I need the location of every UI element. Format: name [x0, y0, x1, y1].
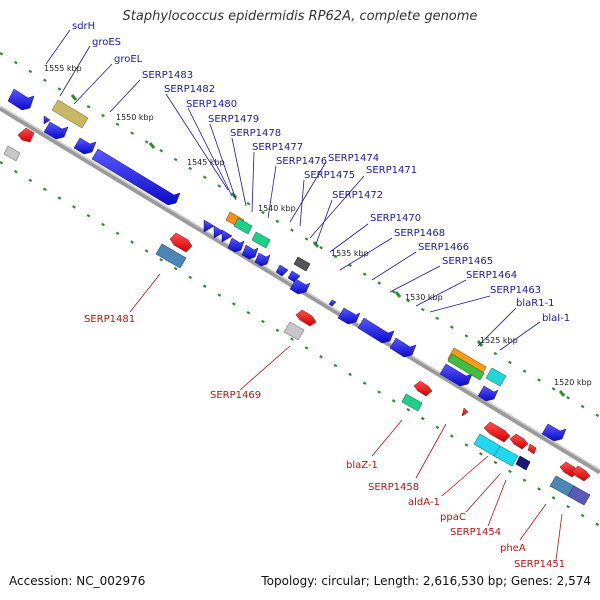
gene-label: SERP1464 — [466, 270, 517, 281]
gene-label: SERP1475 — [304, 170, 355, 181]
gene-label: SERP1458 — [368, 482, 419, 493]
gene-forward — [357, 317, 395, 344]
gene-forward — [254, 252, 271, 267]
map-title: Staphylococcus epidermidis RP62A, comple… — [122, 9, 478, 24]
gene-forward — [91, 148, 181, 206]
feature-block — [293, 256, 311, 272]
feature-block — [567, 485, 591, 506]
gene-label: SERP1482 — [164, 84, 215, 95]
scale-label: 1550 kbp — [116, 113, 154, 122]
gene-forward — [43, 115, 51, 125]
scale-label: 1525 kbp — [480, 336, 518, 345]
gene-reverse — [509, 433, 529, 450]
scale-label: 1520 kbp — [554, 378, 592, 387]
scale-label: 1545 kbp — [187, 158, 225, 167]
gene-forward — [541, 423, 567, 442]
gene-forward — [7, 88, 35, 111]
gene-forward — [43, 121, 69, 140]
gene-forward — [389, 337, 417, 358]
gene-label: groEL — [114, 54, 143, 65]
gene-label: blaI-1 — [542, 313, 570, 324]
top-callouts — [45, 29, 541, 351]
gene-label: SERP1466 — [418, 242, 469, 253]
feature-blocks-reverse — [3, 145, 591, 506]
feature-block — [485, 367, 507, 387]
gene-forward — [203, 219, 215, 233]
bottom-labels: SERP1481 SERP1469 blaZ-1 SERP1458 aldA-1… — [84, 314, 565, 570]
feature-block — [3, 145, 21, 162]
gene-label: groES — [92, 37, 121, 48]
gene-reverse — [461, 407, 469, 417]
reverse-genes — [17, 127, 591, 482]
gene-reverse — [571, 465, 591, 482]
feature-blocks-forward — [51, 99, 507, 387]
scale-labels: 1555 kbp 1550 kbp 1545 kbp 1540 kbp 1535… — [44, 64, 592, 387]
major-ticks — [70, 94, 566, 397]
gene-label: SERP1472 — [332, 190, 383, 201]
gene-label: aldA-1 — [408, 497, 440, 508]
feature-block — [515, 455, 531, 471]
feature-block — [51, 99, 89, 129]
scale-label: 1555 kbp — [44, 64, 82, 73]
gene-label: SERP1468 — [394, 228, 445, 239]
gene-label: SERP1454 — [450, 527, 501, 538]
gene-reverse — [295, 309, 317, 327]
gene-forward — [275, 264, 289, 277]
gene-reverse — [17, 127, 35, 143]
gene-label: sdrH — [72, 21, 95, 32]
gene-label: SERP1479 — [208, 114, 259, 125]
gene-label: SERP1474 — [328, 153, 379, 164]
gene-label: SERP1481 — [84, 314, 135, 325]
gene-label: SERP1477 — [252, 142, 303, 153]
gene-label: SERP1471 — [366, 165, 417, 176]
gene-forward — [439, 363, 473, 387]
scale-label: 1535 kbp — [331, 249, 369, 258]
gene-label: blaZ-1 — [346, 460, 378, 471]
gene-reverse — [413, 380, 433, 397]
accession-text: Accession: NC_002976 — [9, 574, 146, 588]
gene-reverse — [169, 232, 193, 253]
gene-forward — [227, 237, 245, 253]
gene-forward — [241, 244, 259, 260]
gene-forward — [213, 225, 225, 239]
gene-forward — [477, 385, 499, 402]
gene-forward — [289, 278, 311, 295]
feature-block — [493, 445, 519, 467]
feature-block — [401, 393, 423, 412]
gene-label: SERP1465 — [442, 256, 493, 267]
gene-label: blaR1-1 — [516, 298, 555, 309]
gene-label: ppaC — [440, 512, 466, 523]
feature-block — [155, 243, 187, 269]
gene-label: SERP1483 — [142, 70, 193, 81]
gene-label: SERP1480 — [186, 99, 237, 110]
feature-block — [233, 217, 253, 235]
scale-label: 1540 kbp — [258, 204, 296, 213]
gene-label: SERP1470 — [370, 213, 421, 224]
gene-label: SERP1476 — [276, 156, 327, 167]
gene-label: SERP1463 — [490, 285, 541, 296]
gene-reverse — [483, 421, 511, 443]
gene-label: pheA — [500, 543, 526, 554]
gene-forward — [221, 229, 233, 243]
gene-label: SERP1469 — [210, 390, 261, 401]
gene-label: SERP1478 — [230, 128, 281, 139]
feature-block — [251, 231, 271, 249]
gene-reverse — [527, 443, 537, 455]
scale-label: 1530 kbp — [405, 293, 443, 302]
gene-forward — [73, 137, 97, 155]
top-labels: sdrH groES groEL SERP1483 SERP1482 SERP1… — [72, 21, 570, 324]
forward-genes — [7, 88, 567, 442]
feature-block — [447, 353, 485, 381]
summary-text: Topology: circular; Length: 2,616,530 bp… — [261, 574, 591, 588]
feature-block — [283, 321, 305, 341]
gene-forward — [328, 299, 337, 307]
gene-label: SERP1451 — [514, 559, 565, 570]
bottom-callouts — [129, 273, 563, 561]
gene-forward — [337, 307, 361, 325]
